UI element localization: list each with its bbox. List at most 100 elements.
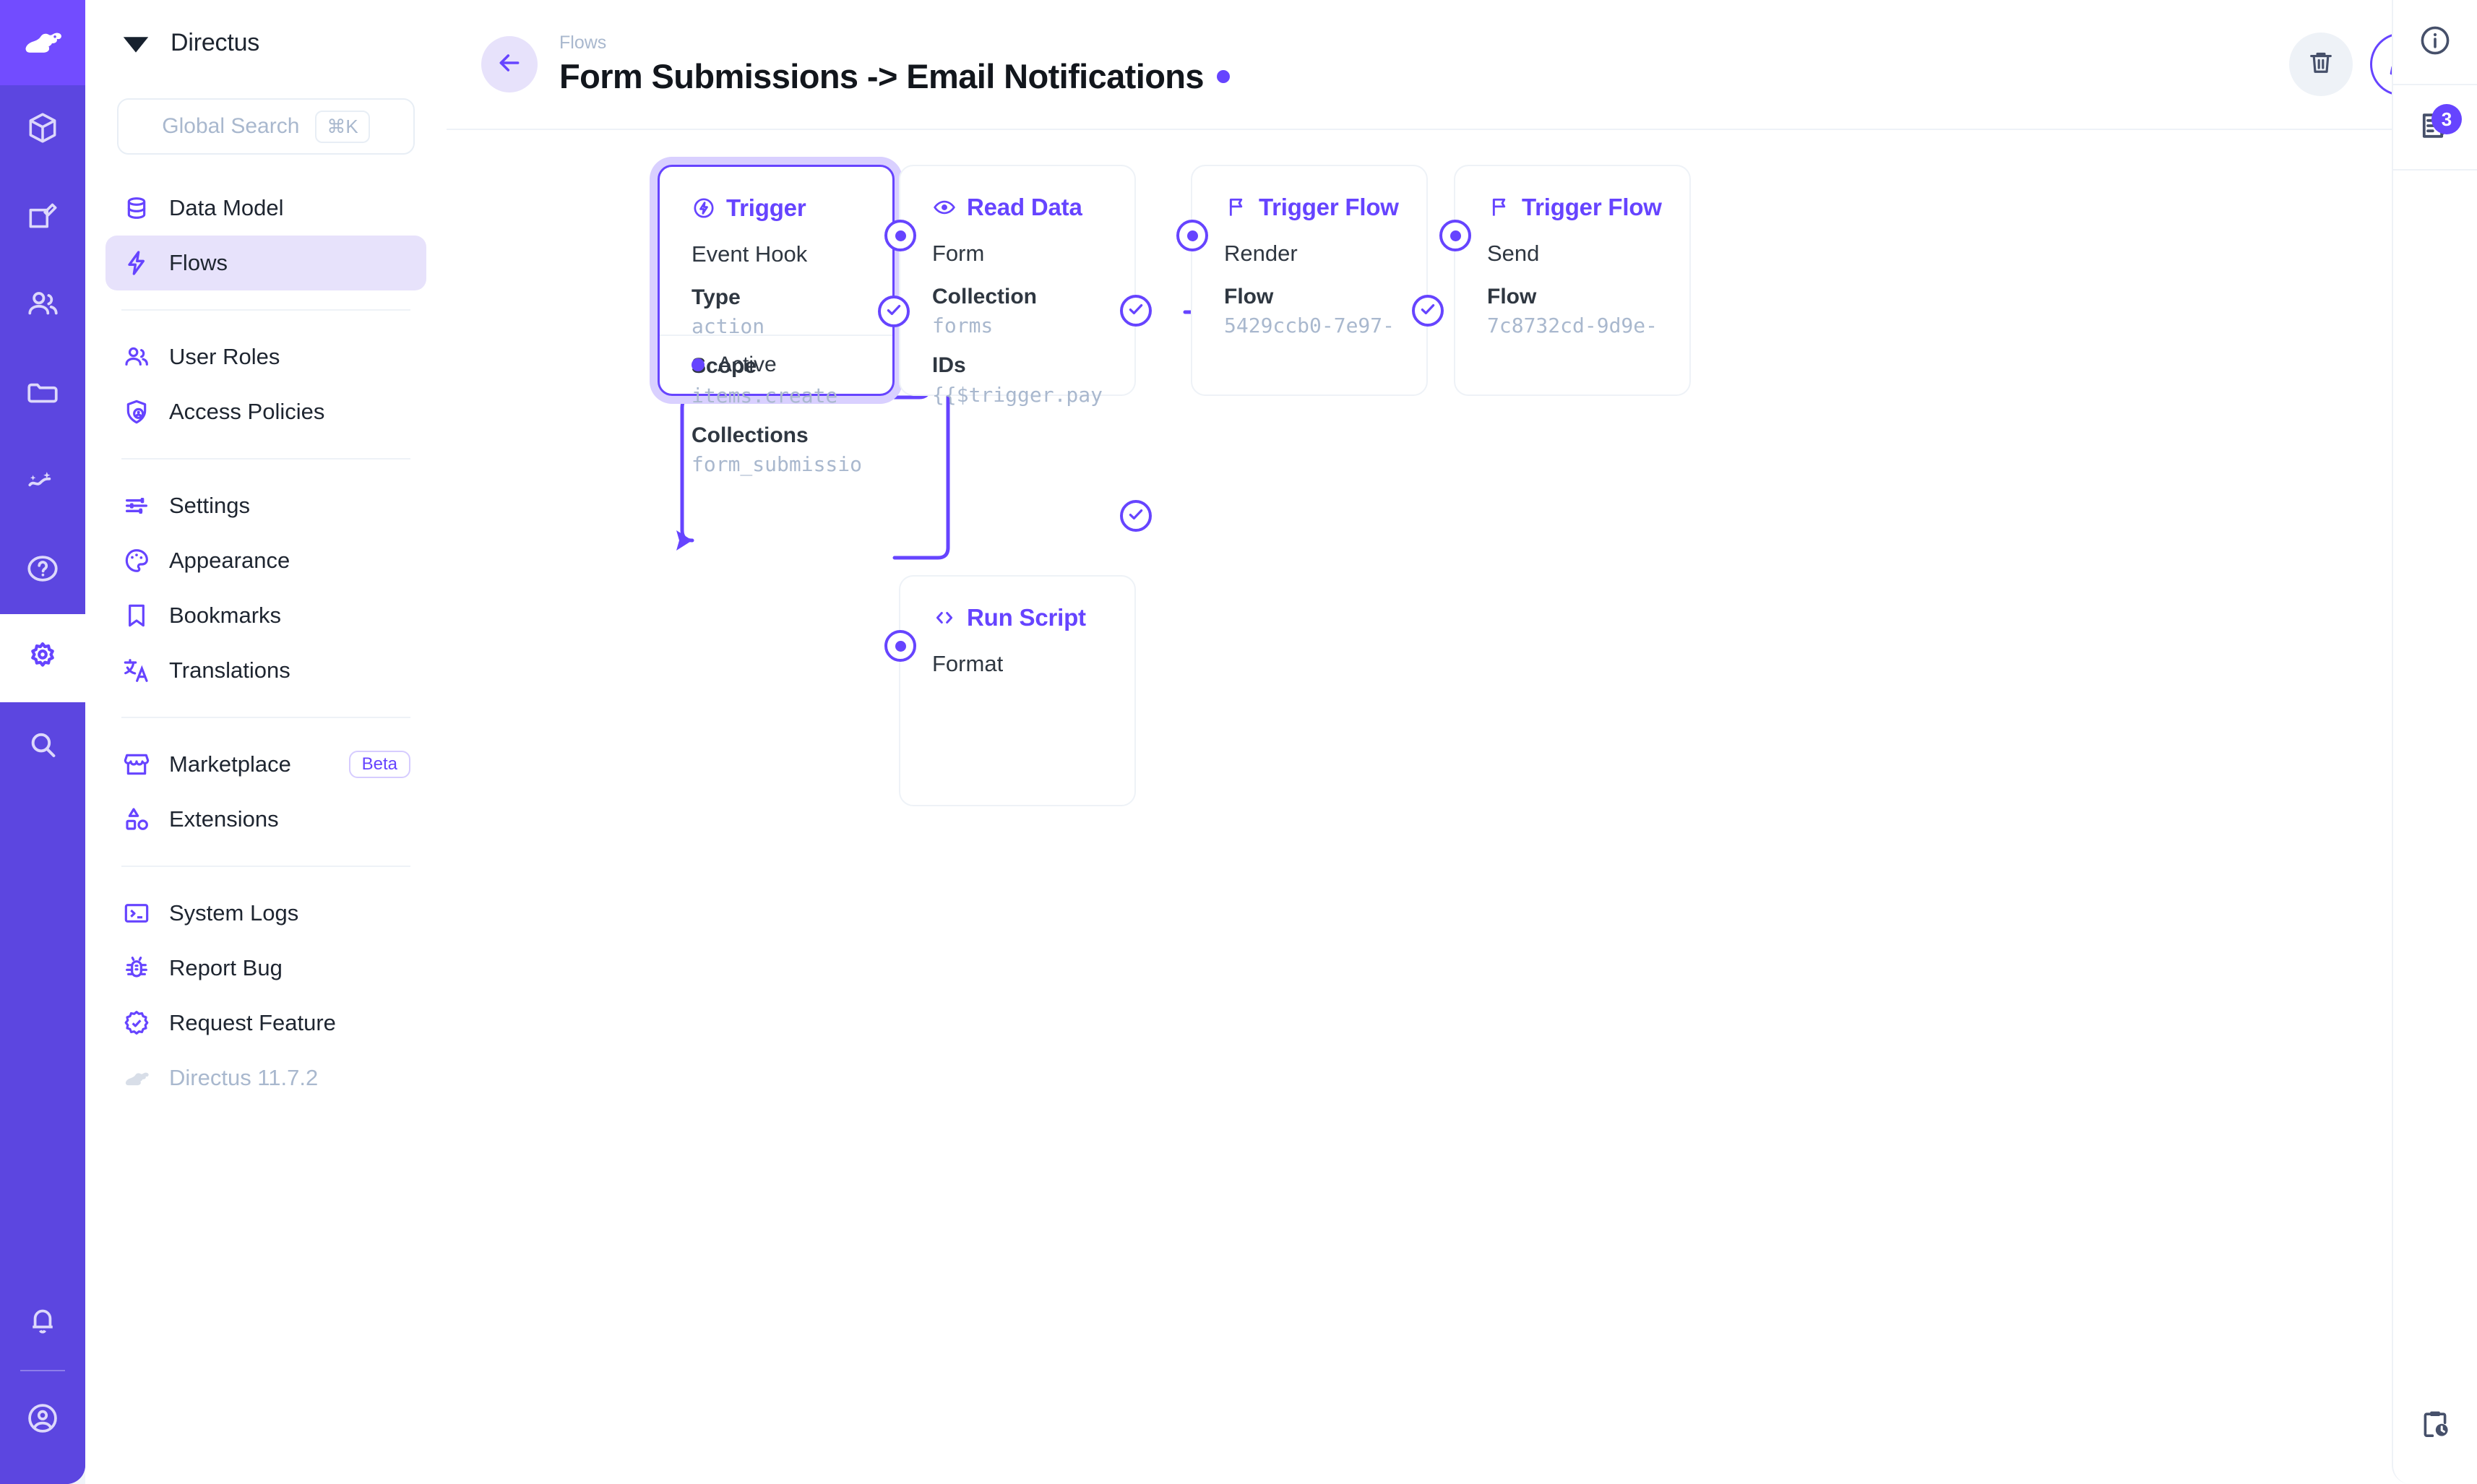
field-key: Flow xyxy=(1224,284,1274,309)
sidebar-item-appearance[interactable]: Appearance xyxy=(105,533,426,588)
sidebar-item-label: Settings xyxy=(169,493,251,518)
code-brackets-icon xyxy=(932,605,957,630)
users-icon xyxy=(25,286,61,326)
revisions-button[interactable] xyxy=(2392,1368,2477,1484)
port-input-trigger-flow-render[interactable] xyxy=(1176,220,1208,251)
directus-logo-button[interactable] xyxy=(0,0,85,85)
sidebar-divider xyxy=(121,717,410,718)
logs-button[interactable]: 3 xyxy=(2392,85,2477,171)
back-button[interactable] xyxy=(481,36,538,92)
active-status-label: Active xyxy=(718,353,777,376)
global-search-wrap: Global Search ⌘K xyxy=(85,85,447,155)
node-type-label: Trigger Flow xyxy=(1259,194,1399,220)
sidebar-item-label: User Roles xyxy=(169,344,280,369)
sidebar-item-label: Request Feature xyxy=(169,1010,336,1035)
gear-icon xyxy=(25,639,61,678)
node-subtitle: Format xyxy=(932,651,1004,676)
sidebar-item-bookmarks[interactable]: Bookmarks xyxy=(105,588,426,643)
search-placeholder: Global Search xyxy=(162,114,300,138)
port-resolve-trigger[interactable] xyxy=(878,295,910,327)
rail-item-account[interactable] xyxy=(0,1376,85,1464)
module-rail xyxy=(0,0,85,1484)
clipboard-clock-icon xyxy=(2418,1407,2452,1446)
field-value: form_submissions xyxy=(692,452,861,477)
field-value: {{$trigger.payload.form}} xyxy=(932,382,1103,407)
breadcrumb: Flows Form Submissions -> Email Notifica… xyxy=(559,33,1230,96)
flow-node-run-script[interactable]: Run Script Format xyxy=(884,500,1152,806)
info-button[interactable] xyxy=(2392,0,2477,85)
node-subtitle: Render xyxy=(1224,241,1298,266)
sidebar-item-label: Appearance xyxy=(169,548,290,573)
field-key: IDs xyxy=(932,353,966,378)
trash-icon xyxy=(2306,48,2336,82)
sidebar-item-translations[interactable]: Translations xyxy=(105,643,426,698)
sidebar-item-settings[interactable]: Settings xyxy=(105,478,426,533)
rail-item-editor[interactable] xyxy=(0,173,85,262)
search-icon xyxy=(25,727,61,767)
rail-item-files[interactable] xyxy=(0,350,85,438)
port-resolve-trigger-flow-render[interactable] xyxy=(1412,295,1444,327)
sidebar-item-label: System Logs xyxy=(169,900,299,926)
database-icon xyxy=(121,193,152,223)
rail-item-users[interactable] xyxy=(0,262,85,350)
sidebar-item-request-feature[interactable]: Request Feature xyxy=(105,996,426,1051)
sidebar-item-user-roles[interactable]: User Roles xyxy=(105,329,426,384)
rail-item-help[interactable] xyxy=(0,526,85,614)
rail-item-search[interactable] xyxy=(0,702,85,790)
rail-item-content[interactable] xyxy=(0,85,85,173)
field-value: action xyxy=(692,314,765,338)
module-rail-bottom xyxy=(0,1277,85,1484)
sidebar-item-system-logs[interactable]: System Logs xyxy=(105,886,426,941)
flow-node-trigger-flow-send[interactable]: Trigger Flow Send Flow 7c8732cd-9d9e-44b… xyxy=(1439,165,1691,396)
breadcrumb-flows[interactable]: Flows xyxy=(559,33,607,53)
node-body: Format xyxy=(900,631,1134,681)
node-header: Trigger xyxy=(660,167,892,222)
sidebar-item-data-model[interactable]: Data Model xyxy=(105,181,426,236)
port-input-trigger-flow-send[interactable] xyxy=(1439,220,1471,251)
rail-item-insights[interactable] xyxy=(0,438,85,526)
port-resolve-read-data[interactable] xyxy=(1120,295,1152,327)
badge-check-icon xyxy=(121,1008,152,1038)
node-type-label: Run Script xyxy=(967,604,1086,631)
field-value: forms xyxy=(932,314,994,337)
node-header: Read Data xyxy=(900,166,1134,221)
delete-flow-button[interactable] xyxy=(2289,33,2353,96)
sidebar-item-access-policies[interactable]: Access Policies xyxy=(105,384,426,439)
edit-square-icon xyxy=(25,198,61,238)
sliders-icon xyxy=(121,491,152,521)
sidebar-divider xyxy=(121,458,410,460)
rail-item-notifications[interactable] xyxy=(0,1277,85,1366)
sidebar-item-flows[interactable]: Flows xyxy=(105,236,426,290)
node-subtitle: Send xyxy=(1487,241,1540,266)
sidebar-item-report-bug[interactable]: Report Bug xyxy=(105,941,426,996)
rail-divider xyxy=(20,1370,65,1371)
port-resolve-run-script[interactable] xyxy=(1120,500,1152,532)
search-input[interactable]: Global Search ⌘K xyxy=(117,98,415,155)
user-circle-icon xyxy=(25,1400,61,1440)
directus-mark-icon xyxy=(120,27,152,59)
flow-node-trigger-flow-render[interactable]: Trigger Flow Render Flow 5429ccb0-7e97-4… xyxy=(1176,165,1444,396)
node-header: Trigger Flow xyxy=(1192,166,1426,221)
rabbit-icon xyxy=(121,1063,152,1093)
flow-canvas[interactable]: Trigger Event Hook Type action Scope ite… xyxy=(447,130,2477,1484)
port-input-run-script[interactable] xyxy=(884,630,916,662)
sidebar-item-marketplace[interactable]: Marketplace Beta xyxy=(105,737,426,792)
terminal-icon xyxy=(121,898,152,928)
shield-user-icon xyxy=(121,397,152,427)
flow-node-read-data[interactable]: Read Data Form Collection forms IDs {{$t… xyxy=(884,165,1152,407)
check-icon xyxy=(1127,505,1145,527)
flow-node-trigger[interactable]: Trigger Event Hook Type action Scope ite… xyxy=(658,165,910,476)
port-input-read-data[interactable] xyxy=(884,220,916,251)
status-badge xyxy=(1216,69,1230,83)
sidebar-item-extensions[interactable]: Extensions xyxy=(105,792,426,847)
question-circle-icon xyxy=(25,551,61,590)
sidebar-divider xyxy=(121,309,410,311)
field-key: Type xyxy=(692,285,741,309)
sparkle-line-icon xyxy=(25,462,61,502)
sidebar-item-label: Translations xyxy=(169,657,290,683)
bug-icon xyxy=(121,953,152,983)
check-icon xyxy=(1418,300,1437,322)
rail-item-settings[interactable] xyxy=(0,614,85,702)
sidebar-item-label: Flows xyxy=(169,250,228,275)
node-type-label: Read Data xyxy=(967,194,1082,220)
